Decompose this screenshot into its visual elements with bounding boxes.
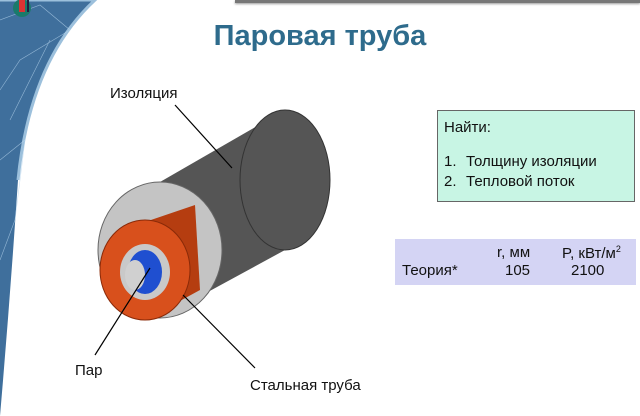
results-table: r, мм P, кВт/м2 Теория* 105 2100 — [395, 239, 636, 285]
logo-icon — [13, 0, 31, 17]
r-value: 105 — [505, 262, 531, 279]
find-heading: Найти: — [444, 119, 491, 136]
top-bar — [235, 0, 640, 3]
corner-decoration — [0, 0, 98, 416]
item-text: Тепловой поток — [466, 173, 575, 190]
row-label: Теория* — [402, 262, 458, 279]
insulation-label: Изоляция — [110, 85, 178, 102]
col-p-text: P, кВт/м — [562, 245, 616, 262]
steam-label: Пар — [75, 362, 103, 379]
item-number: 2. — [444, 173, 457, 190]
col-header-r: r, мм — [497, 244, 531, 261]
find-box: Найти: 1. Толщину изоляции 2. Тепловой пот… — [437, 110, 635, 202]
steel-pipe-label: Стальная труба — [250, 377, 361, 394]
leader-lines — [94, 104, 256, 369]
col-p-sup: 2 — [615, 244, 621, 254]
col-header-p: P, кВт/м2 — [562, 244, 621, 262]
steam-core — [125, 250, 162, 294]
slide-title: Паровая труба — [213, 20, 427, 52]
item-text: Толщину изоляции — [466, 153, 597, 170]
item-number: 1. — [444, 153, 457, 170]
find-item: 2. Тепловой поток — [444, 173, 574, 190]
find-item: 1. Толщину изоляции — [444, 153, 597, 170]
p-value: 2100 — [571, 262, 605, 279]
